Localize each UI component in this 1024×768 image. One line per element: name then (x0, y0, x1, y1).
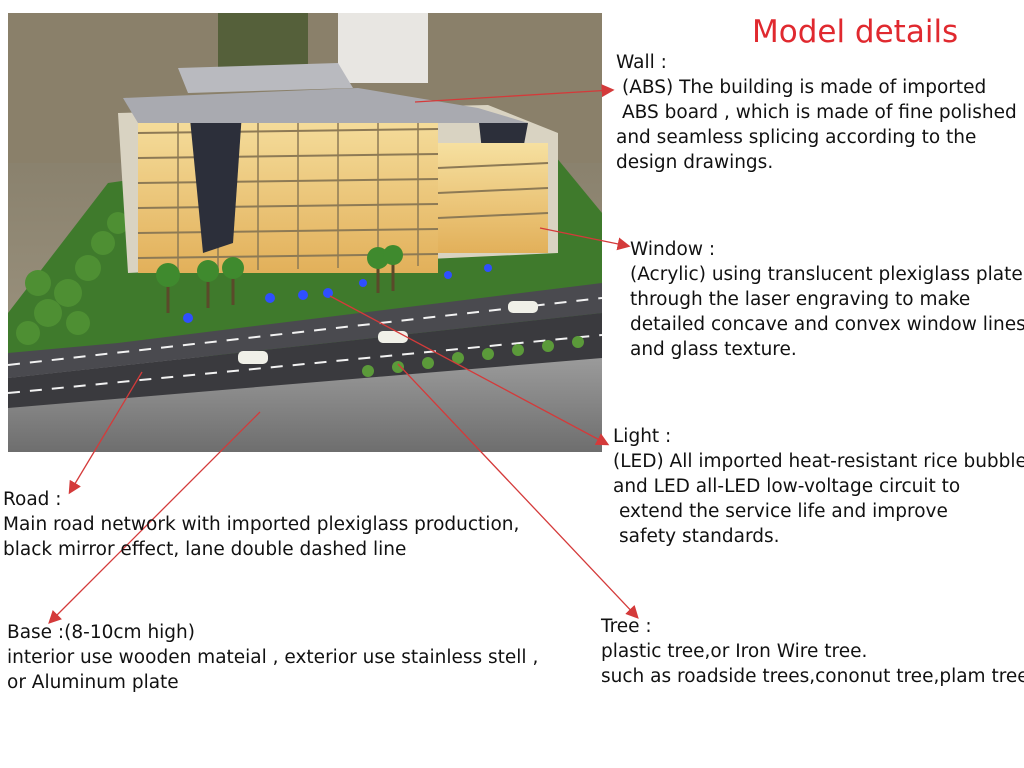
wall-line: (ABS) The building is made of imported (622, 77, 987, 98)
light-heading: Light : (613, 426, 672, 447)
tree-heading: Tree : (601, 616, 652, 637)
window-line: and glass texture. (630, 339, 797, 360)
window-heading: Window : (630, 239, 716, 260)
base-line: or Aluminum plate (7, 672, 179, 693)
window-section: Window : (Acrylic) using translucent ple… (630, 237, 1024, 362)
wall-line: ABS board , which is made of fine polish… (622, 102, 1017, 123)
wall-line: and seamless splicing according to the (616, 127, 977, 148)
light-line: safety standards. (619, 526, 780, 547)
road-line: Main road network with imported plexigla… (3, 514, 520, 535)
light-line: and LED all-LED low-voltage circuit to (613, 476, 961, 497)
window-line: through the laser engraving to make (630, 289, 971, 310)
road-section: Road : Main road network with imported p… (3, 487, 519, 562)
wall-heading: Wall : (616, 52, 667, 73)
wall-section: Wall : (ABS) The building is made of imp… (616, 50, 1017, 175)
base-line: interior use wooden mateial , exterior u… (7, 647, 539, 668)
base-heading: Base :(8-10cm high) (7, 622, 195, 643)
tree-line: such as roadside trees,cononut tree,plam… (601, 666, 1024, 687)
window-line: detailed concave and convex window lines (630, 314, 1024, 335)
road-line: black mirror effect, lane double dashed … (3, 539, 407, 560)
light-line: extend the service life and improve (619, 501, 948, 522)
wall-line: design drawings. (616, 152, 774, 173)
light-section: Light : (LED) All imported heat-resistan… (613, 424, 1024, 549)
tree-line: plastic tree,or Iron Wire tree. (601, 641, 868, 662)
page-title: Model details (752, 14, 959, 50)
road-heading: Road : (3, 489, 62, 510)
building-model-photo (8, 13, 602, 452)
light-line: (LED) All imported heat-resistant rice b… (613, 451, 1024, 472)
tree-section: Tree : plastic tree,or Iron Wire tree. s… (601, 614, 1024, 689)
base-section: Base :(8-10cm high) interior use wooden … (7, 620, 538, 695)
window-line: (Acrylic) using translucent plexiglass p… (630, 264, 1023, 285)
